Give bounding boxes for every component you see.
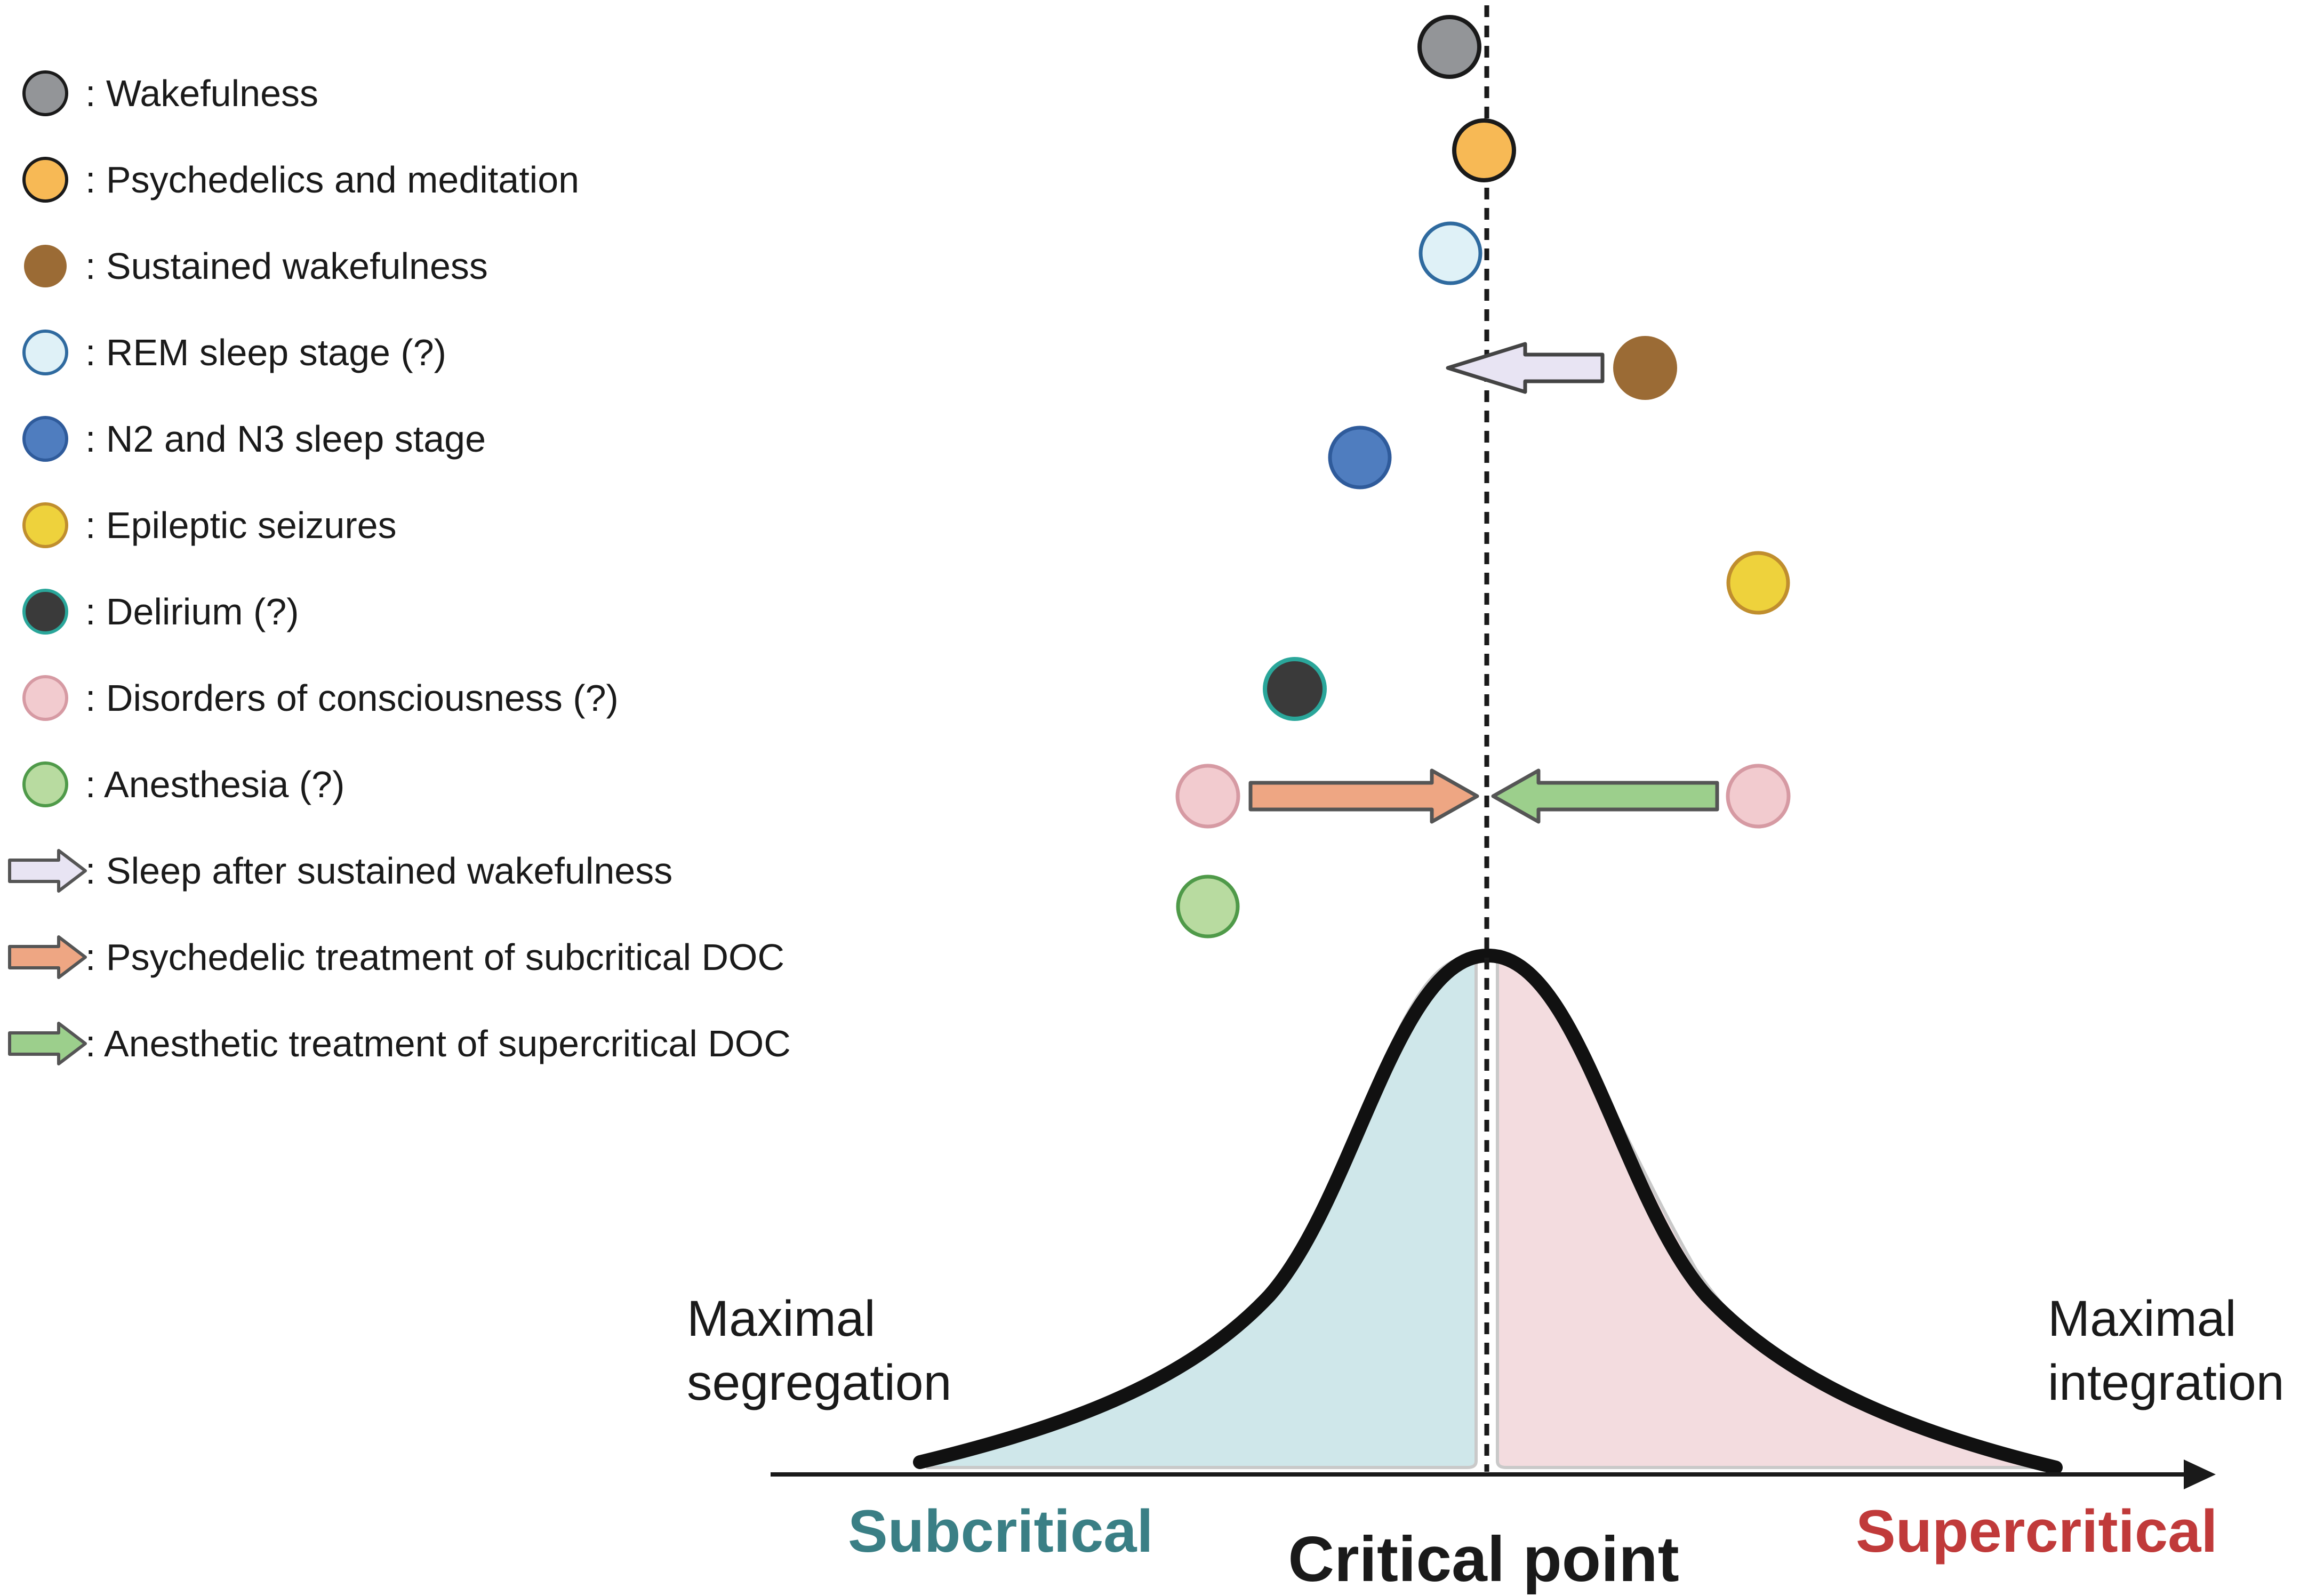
legend-item: : Delirium (?) — [22, 589, 299, 635]
supercritical-doc-marker — [1726, 764, 1791, 829]
legend-label: : Anesthesia (?) — [85, 764, 344, 805]
legend-item: : REM sleep stage (?) — [22, 330, 446, 375]
legend-swatch-sustained — [24, 245, 67, 287]
anesthetic-treatment-arrow — [1491, 768, 1719, 824]
criticality-curve — [913, 948, 2063, 1474]
legend-item: : Anesthetic treatment of supercritical … — [8, 1022, 791, 1065]
delirium-marker — [1263, 657, 1327, 721]
legend-item: : Epileptic seizures — [22, 502, 397, 548]
legend-item: : Psychedelics and meditation — [22, 157, 579, 203]
critical-point-label: Critical point — [1288, 1523, 1679, 1595]
state-markers — [1175, 15, 1791, 939]
legend-item: : Psychedelic treatment of subcritical D… — [8, 935, 784, 979]
sleep-after-sustained-wakefulness-arrow — [1446, 342, 1605, 394]
legend-swatch-rem — [22, 330, 68, 375]
x-axis — [771, 1459, 2216, 1489]
legend-label: : Anesthetic treatment of supercritical … — [85, 1023, 791, 1064]
legend: : Wakefulness : Psychedelics and meditati… — [8, 70, 791, 1065]
legend-swatch-n2n3 — [22, 416, 68, 462]
bell-curve — [913, 948, 2063, 1474]
legend-label: : Psychedelic treatment of subcritical D… — [85, 936, 784, 978]
maximal-segregation-label-line2: segregation — [687, 1354, 951, 1411]
maximal-segregation-label-line1: Maximal — [687, 1290, 876, 1347]
subcritical-doc-marker — [1175, 764, 1240, 829]
legend-item: : Disorders of consciousness (?) — [22, 675, 619, 721]
anesthesia-marker — [1176, 875, 1240, 939]
subcritical-region — [926, 955, 1478, 1469]
supercritical-label: Supercritical — [1856, 1498, 2218, 1565]
legend-label: : Wakefulness — [85, 73, 318, 114]
psychedelics-marker — [1452, 118, 1516, 182]
state-transition-arrows — [1248, 342, 1719, 824]
legend-label: : Psychedelics and meditation — [85, 159, 579, 200]
legend-item: : Sleep after sustained wakefulness — [8, 849, 672, 893]
legend-arrow-psy_arrow — [8, 935, 87, 979]
legend-swatch-anesthesia — [22, 761, 68, 807]
supercritical-region — [1496, 958, 2059, 1469]
subcritical-label: Subcritical — [848, 1498, 1153, 1565]
epileptic-seizure-marker — [1726, 551, 1790, 615]
n2-n3-sleep-marker — [1328, 426, 1392, 490]
wakefulness-marker — [1417, 15, 1481, 79]
maximal-integration-label-line1: Maximal — [2048, 1290, 2237, 1347]
legend-label: : Epileptic seizures — [85, 504, 397, 546]
legend-arrow-sleep_arrow — [8, 849, 87, 893]
axis-arrowhead — [2184, 1459, 2216, 1489]
maximal-integration-label-line2: integration — [2048, 1354, 2285, 1411]
legend-label: : Sustained wakefulness — [85, 245, 488, 287]
legend-swatch-doc — [22, 675, 68, 721]
legend-swatch-wakefulness — [22, 70, 68, 116]
legend-item: : N2 and N3 sleep stage — [22, 416, 486, 462]
legend-label: : REM sleep stage (?) — [85, 332, 446, 373]
legend-label: : Disorders of consciousness (?) — [85, 677, 619, 719]
legend-label: : N2 and N3 sleep stage — [85, 418, 486, 460]
legend-swatch-seizure — [22, 502, 68, 548]
legend-item: : Sustained wakefulness — [24, 245, 488, 287]
legend-swatch-delirium — [22, 589, 68, 635]
sustained-wakefulness-marker — [1613, 336, 1677, 400]
legend-arrow-anes_arrow — [8, 1022, 87, 1065]
legend-swatch-psychedelics — [22, 157, 68, 203]
legend-item: : Anesthesia (?) — [22, 761, 344, 807]
legend-label: : Sleep after sustained wakefulness — [85, 850, 672, 892]
psychedelic-treatment-arrow — [1248, 768, 1479, 824]
legend-item: : Wakefulness — [22, 70, 318, 116]
rem-sleep-marker — [1419, 221, 1482, 285]
legend-label: : Delirium (?) — [85, 591, 299, 632]
